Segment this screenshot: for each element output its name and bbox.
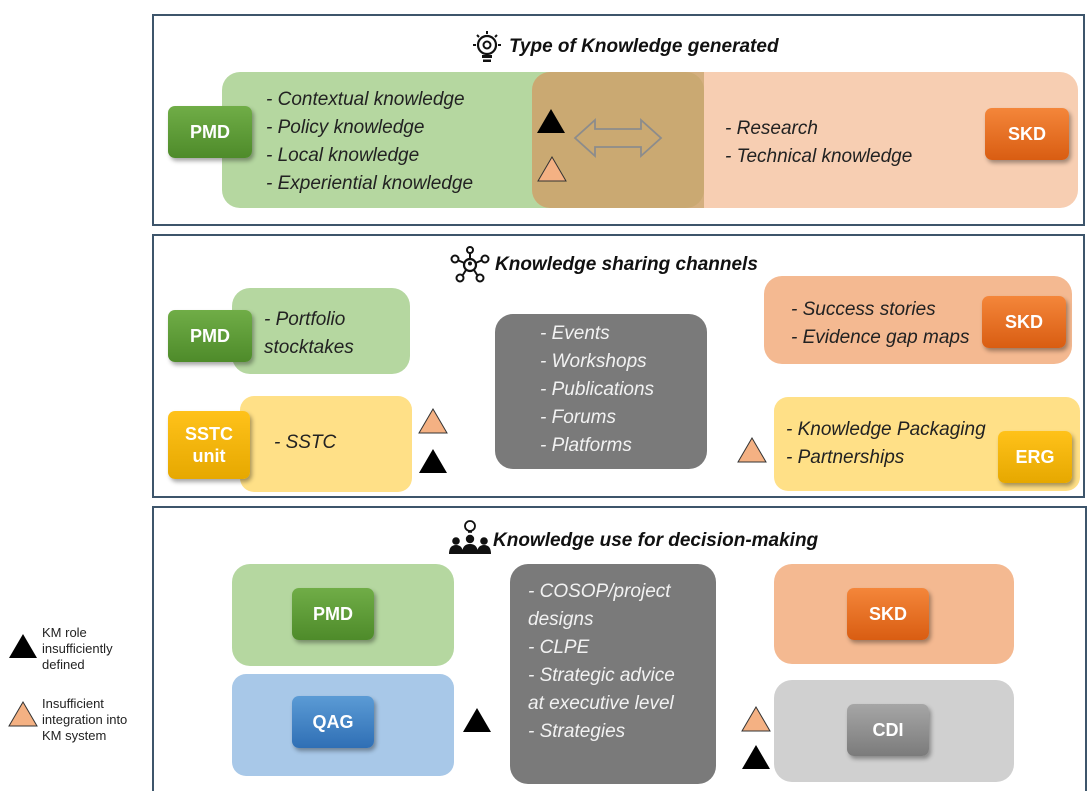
knowledge-sharing-panel [152,234,1085,498]
pmd-badge: PMD [292,588,374,640]
people-lightbulb-icon [449,520,491,554]
black-triangle-icon [463,708,491,732]
qag-badge: QAG [292,696,374,748]
erg-sharing-list: - Knowledge Packaging - Partnerships [786,416,1036,472]
pmd-sharing-list: - Portfolio stocktakes [264,306,404,362]
lightbulb-gear-icon [473,31,501,62]
list-item: - Local knowledge [266,145,420,166]
cdi-badge: CDI [847,704,929,756]
skd-badge: SKD [985,108,1069,160]
list-item: - SSTC [274,432,337,453]
section-title-sharing: Knowledge sharing channels [495,254,758,275]
pmd-type-list: - Contextual knowledge - Policy knowledg… [266,86,536,198]
knowledge-use-panel [152,506,1087,791]
badge-label: SSTC [184,424,233,444]
skd-badge: SKD [982,296,1066,348]
list-item: - Evidence gap maps [791,327,970,348]
sstc-unit-badge: SSTC unit [168,411,250,479]
list-item: - Portfolio [264,309,346,330]
overlap-area [532,72,704,208]
list-item: at executive level [528,693,674,714]
orange-triangle-icon [741,706,771,732]
pmd-badge: PMD [168,106,252,158]
list-item: - CLPE [528,637,590,658]
sharing-channels-box [495,314,707,469]
sharing-channels-list: - Events - Workshops - Publications - Fo… [540,320,700,460]
skd-sharing-list: - Success stories - Evidence gap maps [791,296,991,352]
orange-triangle-icon [418,408,448,434]
orange-triangle-icon [737,437,767,463]
skd-badge: SKD [847,588,929,640]
pmd-sharing-box [232,288,410,374]
decision-uses-list: - COSOP/project designs - CLPE - Strateg… [528,578,714,746]
list-item: - Events [540,323,610,344]
sstc-sharing-list: - SSTC [274,429,394,457]
list-item: - Forums [540,407,616,428]
erg-badge: ERG [998,431,1072,483]
list-item: - COSOP/project [528,581,671,602]
section-title-type: Type of Knowledge generated [509,36,779,57]
section-title-use: Knowledge use for decision-making [493,530,819,551]
black-triangle-icon [537,109,565,133]
pmd-badge: PMD [168,310,252,362]
list-item: - Contextual knowledge [266,89,465,110]
list-item: - Strategies [528,721,626,742]
list-item: - Technical knowledge [725,146,913,167]
skd-type-list: - Research - Technical knowledge [725,115,965,171]
legend-black-triangle-icon [9,634,37,658]
list-item: - Partnerships [786,447,905,468]
legend-orange-triangle-icon [8,701,38,727]
network-icon [450,246,490,283]
list-item: - Success stories [791,299,936,320]
list-item: - Knowledge Packaging [786,419,986,440]
black-triangle-icon [742,745,770,769]
list-item: designs [528,609,594,630]
legend-black-label: KM role insufficiently defined [42,625,113,672]
sstc-sharing-box [240,396,412,492]
list-item: - Workshops [540,351,647,372]
list-item: - Policy knowledge [266,117,425,138]
list-item: - Experiential knowledge [266,173,474,194]
black-triangle-icon [419,449,447,473]
orange-triangle-icon [537,156,567,182]
decision-uses-box [510,564,716,784]
list-item: - Platforms [540,435,632,456]
legend-orange-label: Insufficient integration into KM system [42,696,128,743]
list-item: - Strategic advice [528,665,675,686]
type-of-knowledge-panel [152,14,1085,226]
list-item: - Research [725,118,818,139]
list-item: - Publications [540,379,655,400]
double-arrow-icon [573,117,663,159]
badge-label: unit [192,446,226,466]
list-item: stocktakes [264,337,354,358]
